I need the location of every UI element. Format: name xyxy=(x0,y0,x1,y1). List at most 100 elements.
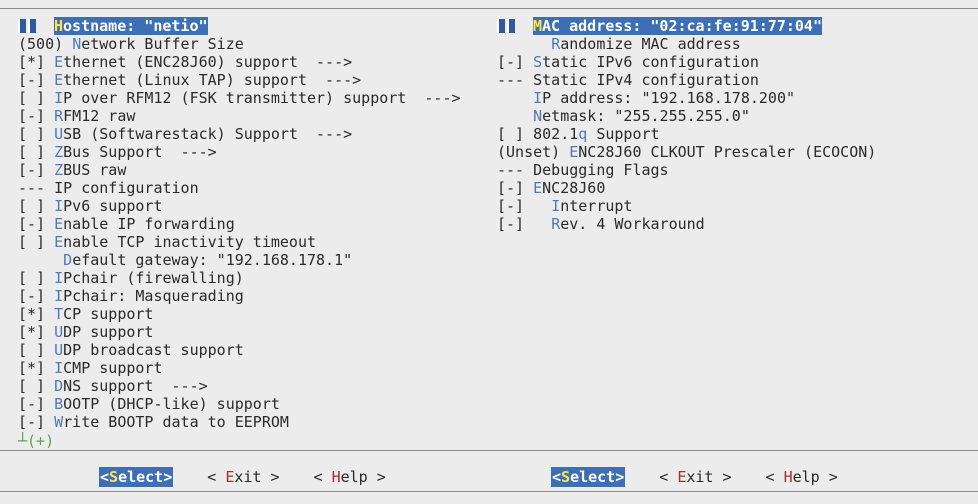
menu-item-802-1q-support[interactable]: [ ] 802.1q Support xyxy=(497,125,876,143)
item-hotkey: E xyxy=(533,179,543,197)
item-prefix: [ ] xyxy=(18,233,55,251)
menu-item-bootp-dhcp-like-support[interactable]: [-] BOOTP (DHCP-like) support xyxy=(18,395,461,413)
menu-item-write-bootp-data-to-eeprom[interactable]: [-] Write BOOTP data to EEPROM xyxy=(18,413,461,431)
item-rest: tatic IPv6 configuration xyxy=(542,53,759,71)
item-prefix: [ ] xyxy=(18,125,55,143)
item-hotkey: I xyxy=(54,269,64,287)
menu-item-udp-broadcast-support[interactable]: [ ] UDP broadcast support xyxy=(18,341,461,359)
button-label-pre: < xyxy=(765,468,784,486)
help-button[interactable]: < Help > xyxy=(314,467,386,487)
item-prefix: [ ] xyxy=(18,89,55,107)
item-rest: thernet (Linux TAP) support ---> xyxy=(63,71,362,89)
button-label-hot: H xyxy=(783,468,793,486)
right-config-menu: MAC address: "02:ca:fe:91:77:04" Randomi… xyxy=(497,17,876,233)
menu-item-ipchair-masquerading[interactable]: [-] IPchair: Masquerading xyxy=(18,287,461,305)
help-button[interactable]: < Help > xyxy=(766,467,838,487)
item-prefix: [-] xyxy=(18,71,55,89)
item-hotkey: R xyxy=(551,35,561,53)
menu-item-netmask-255-255-255-0[interactable]: Netmask: "255.255.255.0" xyxy=(497,107,876,125)
item-prefix: [-] xyxy=(497,179,534,197)
button-label-hot: E xyxy=(225,468,235,486)
item-hotkey: U xyxy=(54,341,64,359)
item-hotkey: N xyxy=(72,35,82,53)
item-rest: BUS raw xyxy=(63,161,127,179)
item-rest: CP support xyxy=(63,305,154,323)
menu-item-hostname-netio[interactable]: Hostname: "netio" xyxy=(18,17,461,35)
item-rest: P over RFM12 (FSK transmitter) support -… xyxy=(63,89,461,107)
menu-item-udp-support[interactable]: [*] UDP support xyxy=(18,323,461,341)
menu-item-enc28j60[interactable]: [-] ENC28J60 xyxy=(497,179,876,197)
button-label-hot: E xyxy=(677,468,687,486)
exit-button[interactable]: < Exit > xyxy=(659,467,731,487)
item-prefix: [-] xyxy=(18,215,55,233)
menu-item-ip-address-192-168-178-200[interactable]: IP address: "192.168.178.200" xyxy=(497,89,876,107)
right-button-bar: <Select> < Exit > < Help > xyxy=(551,467,838,487)
item-hotkey: N xyxy=(533,107,543,125)
menu-item-static-ipv4-configuration[interactable]: --- Static IPv4 configuration xyxy=(497,71,876,89)
menu-item-tcp-support[interactable]: [*] TCP support xyxy=(18,305,461,323)
menu-item-enable-tcp-inactivity-timeout[interactable]: [ ] Enable TCP inactivity timeout xyxy=(18,233,461,251)
item-prefix: --- Debugging Flags xyxy=(497,161,669,179)
select-button[interactable]: <Select> xyxy=(99,467,174,487)
item-hotkey: I xyxy=(533,89,543,107)
select-button[interactable]: <Select> xyxy=(551,467,626,487)
item-rest: etmask: "255.255.255.0" xyxy=(542,107,750,125)
item-hotkey: U xyxy=(54,125,64,143)
item-hotkey: E xyxy=(54,71,64,89)
menu-item-debugging-flags[interactable]: --- Debugging Flags xyxy=(497,161,876,179)
item-rest: Pchair: Masquerading xyxy=(63,287,244,305)
menu-item-ipv6-support[interactable]: [ ] IPv6 support xyxy=(18,197,461,215)
item-prefix: --- IP configuration xyxy=(18,179,199,197)
item-prefix: [-] xyxy=(18,107,55,125)
footer-divider xyxy=(0,491,978,492)
more-items-indicator: ┴(+) xyxy=(18,432,55,450)
menu-item-ip-configuration[interactable]: --- IP configuration xyxy=(18,179,461,197)
button-label-post: xit > xyxy=(234,468,280,486)
menu-item-500-network-buffer-size[interactable]: (500) Network Buffer Size xyxy=(18,35,461,53)
item-hotkey: H xyxy=(54,17,64,35)
item-rest: FM12 raw xyxy=(63,107,136,125)
menu-item-zbus-support[interactable]: [ ] ZBus Support ---> xyxy=(18,143,461,161)
exit-button[interactable]: < Exit > xyxy=(207,467,279,487)
button-label-pre: < xyxy=(100,468,110,486)
item-hotkey: I xyxy=(54,359,64,377)
item-prefix: [*] xyxy=(18,53,55,71)
item-prefix: --- Static IPv4 configuration xyxy=(497,71,759,89)
menu-item-usb-softwarestack-support[interactable]: [ ] USB (Softwarestack) Support ---> xyxy=(18,125,461,143)
menu-item-randomize-mac-address[interactable]: Randomize MAC address xyxy=(497,35,876,53)
menu-item-enable-ip-forwarding[interactable]: [-] Enable IP forwarding xyxy=(18,215,461,233)
menu-item-static-ipv6-configuration[interactable]: [-] Static IPv6 configuration xyxy=(497,53,876,71)
menu-item-unset-enc28j60-clkout-prescaler-ecocon[interactable]: (Unset) ENC28J60 CLKOUT Prescaler (ECOCO… xyxy=(497,143,876,161)
menu-item-default-gateway-192-168-178-1[interactable]: Default gateway: "192.168.178.1" xyxy=(18,251,461,269)
item-prefix: [-] xyxy=(18,413,55,431)
item-rest: nable TCP inactivity timeout xyxy=(63,233,317,251)
menu-item-ethernet-linux-tap-support[interactable]: [-] Ethernet (Linux TAP) support ---> xyxy=(18,71,461,89)
item-rest: CMP support xyxy=(63,359,163,377)
item-hotkey: U xyxy=(54,323,64,341)
item-prefix: [ ] 802.1 xyxy=(497,125,579,143)
item-hotkey: q xyxy=(578,125,588,143)
item-rest: ostname: "netio" xyxy=(63,17,208,35)
menu-item-rev-4-workaround[interactable]: [-] Rev. 4 Workaround xyxy=(497,215,876,233)
menu-item-mac-address-02-ca-fe-91-77-04[interactable]: MAC address: "02:ca:fe:91:77:04" xyxy=(497,17,876,35)
menu-item-interrupt[interactable]: [-] Interrupt xyxy=(497,197,876,215)
selection-marker-icon xyxy=(18,17,54,35)
menu-item-ipchair-firewalling[interactable]: [ ] IPchair (firewalling) xyxy=(18,269,461,287)
menu-item-ip-over-rfm12-fsk-transmitter-support[interactable]: [ ] IP over RFM12 (FSK transmitter) supp… xyxy=(18,89,461,107)
item-rest: andomize MAC address xyxy=(560,35,741,53)
menu-item-zbus-raw[interactable]: [-] ZBUS raw xyxy=(18,161,461,179)
button-label-pre: < xyxy=(659,468,678,486)
menu-item-dns-support[interactable]: [ ] DNS support ---> xyxy=(18,377,461,395)
item-hotkey: E xyxy=(54,233,64,251)
item-prefix: [-] xyxy=(497,215,552,233)
menu-item-ethernet-enc28j60-support[interactable]: [*] Ethernet (ENC28J60) support ---> xyxy=(18,53,461,71)
button-label-hot: H xyxy=(331,468,341,486)
menu-item-rfm12-raw[interactable]: [-] RFM12 raw xyxy=(18,107,461,125)
item-hotkey: E xyxy=(569,143,579,161)
item-rest: NC28J60 xyxy=(542,179,606,197)
item-rest: Bus Support ---> xyxy=(63,143,217,161)
item-indent xyxy=(497,35,551,53)
item-hotkey: I xyxy=(54,89,64,107)
item-hotkey: B xyxy=(54,395,64,413)
menu-item-icmp-support[interactable]: [*] ICMP support xyxy=(18,359,461,377)
